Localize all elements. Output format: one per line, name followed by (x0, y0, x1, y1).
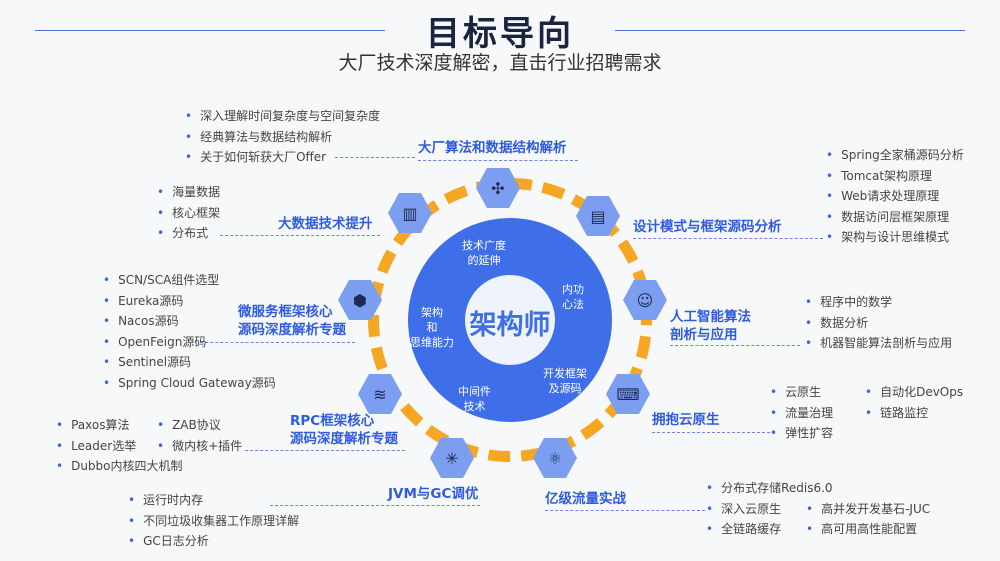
connector (335, 157, 415, 158)
list-item: 机器智能算法剖析与应用 (805, 333, 952, 354)
module-ai-title: 人工智能算法 剖析与应用 (670, 309, 751, 343)
list-item: 关于如何斩获大厂Offer (185, 147, 380, 168)
module-rpc-title: RPC框架核心 源码深度解析专题 (290, 413, 398, 447)
list-item: 经典算法与数据结构解析 (185, 127, 380, 148)
segment-thinking: 架构 和 思维能力 (410, 306, 454, 349)
algo-list: 深入理解时间复杂度与空间复杂度 经典算法与数据结构解析 关于如何斩获大厂Offe… (185, 106, 380, 168)
rpc-list-2: ZAB协议 微内核+插件 (157, 415, 242, 456)
list-item: 自动化DevOps (865, 382, 963, 403)
micro-list: SCN/SCA组件选型 Eureka源码 Nacos源码 OpenFeign源码… (103, 270, 276, 393)
list-item: 分布式 (157, 223, 220, 244)
list-item: 程序中的数学 (805, 292, 952, 313)
list-item: Eureka源码 (103, 291, 276, 312)
connector (545, 510, 705, 511)
segment-fundamentals: 内功 心法 (562, 283, 584, 311)
list-item: 海量数据 (157, 182, 220, 203)
connector (220, 235, 380, 236)
jvm-list: 运行时内存 不同垃圾收集器工作原理详解 GC日志分析 (128, 490, 299, 552)
list-item: 高并发开发基石-JUC (806, 499, 930, 520)
list-item: ZAB协议 (157, 415, 242, 436)
mesh-icon: ✳ (430, 438, 474, 478)
list-item: 数据访问层框架原理 (826, 207, 964, 228)
list-item: 微内核+插件 (157, 436, 242, 457)
list-item: 全链路缓存 (706, 519, 833, 540)
page-title: 目标导向 (426, 14, 574, 54)
list-item: Web请求处理原理 (826, 186, 964, 207)
cloud-list-1: 云原生 流量治理 弹性扩容 (770, 382, 833, 444)
list-item: 云原生 (770, 382, 833, 403)
ai-list: 程序中的数学 数据分析 机器智能算法剖析与应用 (805, 292, 952, 354)
connector (670, 345, 800, 346)
list-item: SCN/SCA组件选型 (103, 270, 276, 291)
segment-breadth: 技术广度 的延伸 (462, 239, 506, 267)
bigdata-list: 海量数据 核心框架 分布式 (157, 182, 220, 244)
list-item: 核心框架 (157, 203, 220, 224)
center-label: 架构师 (469, 310, 551, 341)
list-item: Tomcat架构原理 (826, 166, 964, 187)
bar-chart-icon: ▥ (388, 193, 432, 233)
design-list: Spring全家桶源码分析 Tomcat架构原理 Web请求处理原理 数据访问层… (826, 145, 964, 248)
rpc-list-1: Paxos算法 Leader选举 Dubbo内核四大机制 (56, 415, 183, 477)
list-item: Leader选举 (56, 436, 183, 457)
title-divider (35, 30, 385, 31)
connector (270, 505, 480, 506)
traffic-list-1: 分布式存储Redis6.0 深入云原生 全链路缓存 (706, 478, 833, 540)
module-traffic-title: 亿级流量实战 (545, 491, 626, 507)
list-item: GC日志分析 (128, 531, 299, 552)
segment-frameworks: 开发框架 及源码 (543, 367, 587, 395)
segment-middleware: 中间件 技术 (458, 385, 491, 413)
connector (200, 342, 355, 343)
connector (418, 160, 578, 161)
list-item: Spring Cloud Gateway源码 (103, 373, 276, 394)
list-item: Dubbo内核四大机制 (56, 456, 182, 477)
module-design-title: 设计模式与框架源码分析 (633, 219, 782, 235)
list-item: 流量治理 (770, 403, 833, 424)
list-item: 深入云原生 (706, 499, 833, 520)
connector (652, 432, 770, 433)
list-item: 弹性扩容 (770, 423, 833, 444)
flow-icon: ≋ (358, 374, 402, 414)
list-item: OpenFeign源码 (103, 332, 276, 353)
module-algo-title: 大厂算法和数据结构解析 (418, 140, 567, 156)
connector (245, 450, 405, 451)
list-item: Spring全家桶源码分析 (826, 145, 964, 166)
list-item: 高可用高性能配置 (806, 519, 930, 540)
module-cloud-title: 拥抱云原生 (652, 412, 720, 428)
connector (633, 238, 823, 239)
list-item: 架构与设计思维模式 (826, 227, 964, 248)
title-divider (615, 30, 965, 31)
list-item: 链路监控 (865, 403, 963, 424)
cube-icon: ⬢ (338, 280, 382, 320)
list-item: 不同垃圾收集器工作原理详解 (128, 511, 299, 532)
list-item: 数据分析 (805, 313, 952, 334)
list-item: Paxos算法 (56, 415, 183, 436)
module-jvm-title: JVM与GC调优 (388, 486, 479, 502)
list-item: 运行时内存 (128, 490, 299, 511)
module-bigdata-title: 大数据技术提升 (278, 216, 373, 232)
list-item: Sentinel源码 (103, 352, 276, 373)
list-item: Nacos源码 (103, 311, 276, 332)
list-item: 分布式存储Redis6.0 (706, 478, 832, 499)
list-item: 深入理解时间复杂度与空间复杂度 (185, 106, 380, 127)
page-subtitle: 大厂技术深度解密，直击行业招聘需求 (338, 52, 662, 74)
traffic-list-2: 高并发开发基石-JUC 高可用高性能配置 (806, 499, 930, 540)
inner-circle (465, 275, 555, 365)
cloud-list-2: 自动化DevOps 链路监控 (865, 382, 963, 423)
